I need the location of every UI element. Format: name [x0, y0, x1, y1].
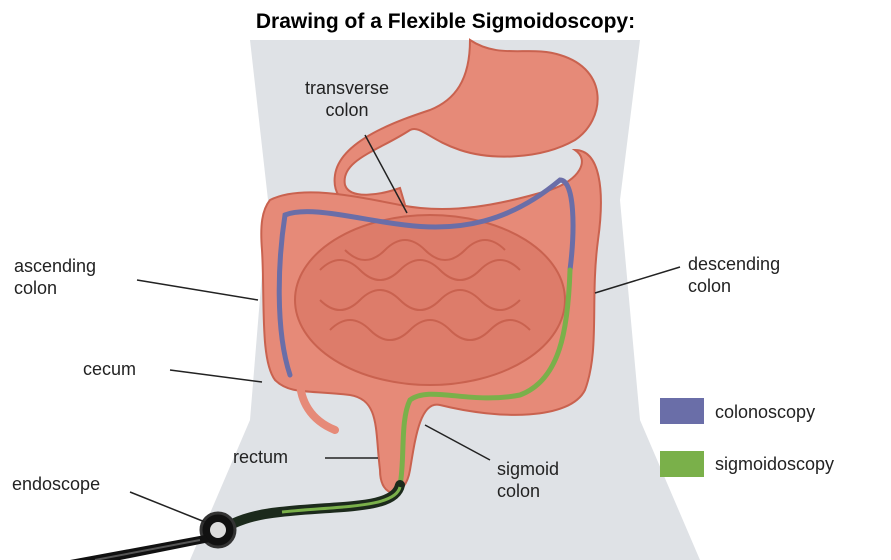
- label-endoscope: endoscope: [12, 473, 100, 495]
- label-ascending-colon: ascending colon: [14, 255, 96, 299]
- leader-cecum: [170, 370, 262, 382]
- legend-swatch-sigmoidoscopy: [660, 451, 704, 477]
- leader-endoscope: [130, 492, 205, 522]
- endoscope-wheel-hub: [210, 522, 226, 538]
- diagram-title: Drawing of a Flexible Sigmoidoscopy:: [0, 10, 891, 34]
- label-descending-line1: descending: [688, 253, 780, 275]
- label-cecum: cecum: [83, 358, 136, 380]
- label-rectum: rectum: [233, 446, 288, 468]
- legend-label-sigmoidoscopy: sigmoidoscopy: [715, 453, 834, 475]
- label-ascending-line1: ascending: [14, 255, 96, 277]
- label-transverse-line1: transverse: [287, 77, 407, 99]
- label-sigmoid-colon: sigmoid colon: [497, 458, 559, 502]
- small-intestine-shape: [295, 215, 565, 385]
- label-sigmoid-line2: colon: [497, 480, 559, 502]
- endoscope-handle-line: [95, 540, 200, 560]
- legend-swatch-colonoscopy: [660, 398, 704, 424]
- label-transverse-line2: colon: [287, 99, 407, 121]
- label-transverse-colon: transverse colon: [287, 77, 407, 121]
- leader-ascending: [137, 280, 258, 300]
- legend-label-colonoscopy: colonoscopy: [715, 401, 815, 423]
- label-descending-line2: colon: [688, 275, 780, 297]
- label-descending-colon: descending colon: [688, 253, 780, 297]
- label-ascending-line2: colon: [14, 277, 96, 299]
- endoscope-handle: [70, 535, 210, 560]
- label-sigmoid-line1: sigmoid: [497, 458, 559, 480]
